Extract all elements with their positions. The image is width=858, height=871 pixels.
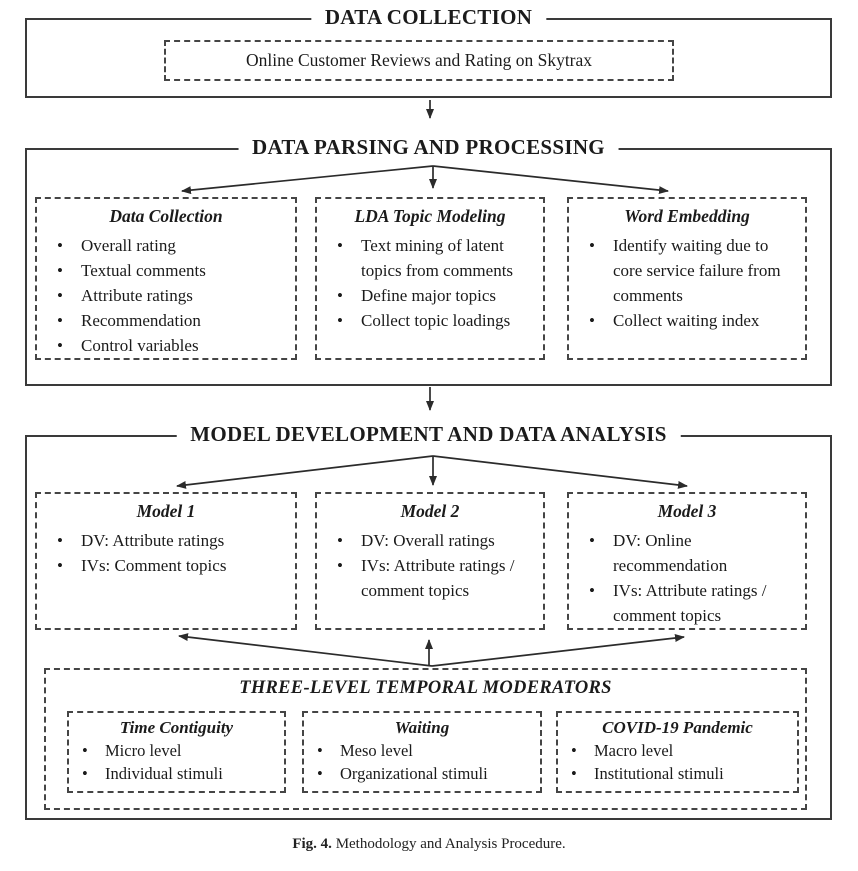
- box-time-contiguity-title: Time Contiguity: [119, 718, 234, 737]
- section-data-parsing: DATA PARSING AND PROCESSING Data Collect…: [25, 135, 832, 386]
- section-data-collection-title: DATA COLLECTION: [310, 5, 547, 30]
- box-covid-pandemic-title: COVID-19 Pandemic: [602, 718, 753, 737]
- figure-caption-label: Fig. 4.: [292, 836, 332, 852]
- bullet-item: IVs: Attribute ratings / comment topics: [317, 553, 535, 603]
- figure-caption: Fig. 4. Methodology and Analysis Procedu…: [0, 836, 858, 853]
- bullet-item: Individual stimuli: [69, 762, 276, 785]
- box-covid-pandemic: COVID-19 Pandemic Macro level Institutio…: [556, 711, 799, 793]
- bullet-item: DV: Online recommendation: [569, 528, 797, 578]
- moderators-title: THREE-LEVEL TEMPORAL MODERATORS: [239, 678, 612, 698]
- section-model-development-title: MODEL DEVELOPMENT AND DATA ANALYSIS: [176, 422, 681, 447]
- box-lda-title: LDA Topic Modeling: [354, 206, 506, 226]
- bullet-item: Collect topic loadings: [317, 308, 535, 333]
- bullet-item: Define major topics: [317, 283, 535, 308]
- box-model-2-list: DV: Overall ratings IVs: Attribute ratin…: [317, 528, 543, 603]
- bullet-item: IVs: Comment topics: [37, 553, 287, 578]
- bullet-item: Control variables: [37, 333, 287, 358]
- box-model-3-title: Model 3: [657, 501, 717, 521]
- bullet-item: Micro level: [69, 739, 276, 762]
- box-waiting-title: Waiting: [394, 718, 450, 737]
- box-covid-pandemic-list: Macro level Institutional stimuli: [558, 739, 797, 785]
- box-model-3-list: DV: Online recommendation IVs: Attribute…: [569, 528, 805, 628]
- box-model-3: Model 3 DV: Online recommendation IVs: A…: [567, 492, 807, 630]
- box-model-2: Model 2 DV: Overall ratings IVs: Attribu…: [315, 492, 545, 630]
- section-model-development: MODEL DEVELOPMENT AND DATA ANALYSIS Mode…: [25, 422, 832, 820]
- bullet-item: Text mining of latent topics from commen…: [317, 233, 535, 283]
- source-box-text: Online Customer Reviews and Rating on Sk…: [245, 50, 593, 70]
- moderators-box: THREE-LEVEL TEMPORAL MODERATORS Time Con…: [44, 668, 807, 810]
- box-model-1-list: DV: Attribute ratings IVs: Comment topic…: [37, 528, 295, 578]
- box-data-collection: Data Collection Overall rating Textual c…: [35, 197, 297, 360]
- box-lda-topic-modeling: LDA Topic Modeling Text mining of latent…: [315, 197, 545, 360]
- box-time-contiguity-list: Micro level Individual stimuli: [69, 739, 284, 785]
- box-waiting-list: Meso level Organizational stimuli: [304, 739, 540, 785]
- box-model-2-title: Model 2: [400, 501, 460, 521]
- bullet-item: Overall rating: [37, 233, 287, 258]
- bullet-item: Collect waiting index: [569, 308, 797, 333]
- bullet-item: Attribute ratings: [37, 283, 287, 308]
- bullet-item: Macro level: [558, 739, 789, 762]
- box-model-1: Model 1 DV: Attribute ratings IVs: Comme…: [35, 492, 297, 630]
- box-time-contiguity: Time Contiguity Micro level Individual s…: [67, 711, 286, 793]
- box-data-collection-title: Data Collection: [109, 206, 223, 226]
- bullet-item: DV: Overall ratings: [317, 528, 535, 553]
- bullet-item: Meso level: [304, 739, 532, 762]
- section-data-parsing-title: DATA PARSING AND PROCESSING: [238, 135, 619, 160]
- source-box: Online Customer Reviews and Rating on Sk…: [164, 40, 674, 81]
- bullet-item: IVs: Attribute ratings / comment topics: [569, 578, 797, 628]
- bullet-item: Recommendation: [37, 308, 287, 333]
- box-data-collection-list: Overall rating Textual comments Attribut…: [37, 233, 295, 358]
- box-model-1-title: Model 1: [136, 501, 196, 521]
- bullet-item: DV: Attribute ratings: [37, 528, 287, 553]
- bullet-item: Identify waiting due to core service fai…: [569, 233, 797, 308]
- box-waiting: Waiting Meso level Organizational stimul…: [302, 711, 542, 793]
- bullet-item: Institutional stimuli: [558, 762, 789, 785]
- box-word-embedding: Word Embedding Identify waiting due to c…: [567, 197, 807, 360]
- bullet-item: Organizational stimuli: [304, 762, 532, 785]
- box-word-embedding-title: Word Embedding: [624, 206, 750, 226]
- box-word-embedding-list: Identify waiting due to core service fai…: [569, 233, 805, 333]
- section-data-collection: DATA COLLECTION Online Customer Reviews …: [25, 5, 832, 98]
- figure-caption-text: Methodology and Analysis Procedure.: [335, 836, 566, 852]
- box-lda-list: Text mining of latent topics from commen…: [317, 233, 543, 333]
- bullet-item: Textual comments: [37, 258, 287, 283]
